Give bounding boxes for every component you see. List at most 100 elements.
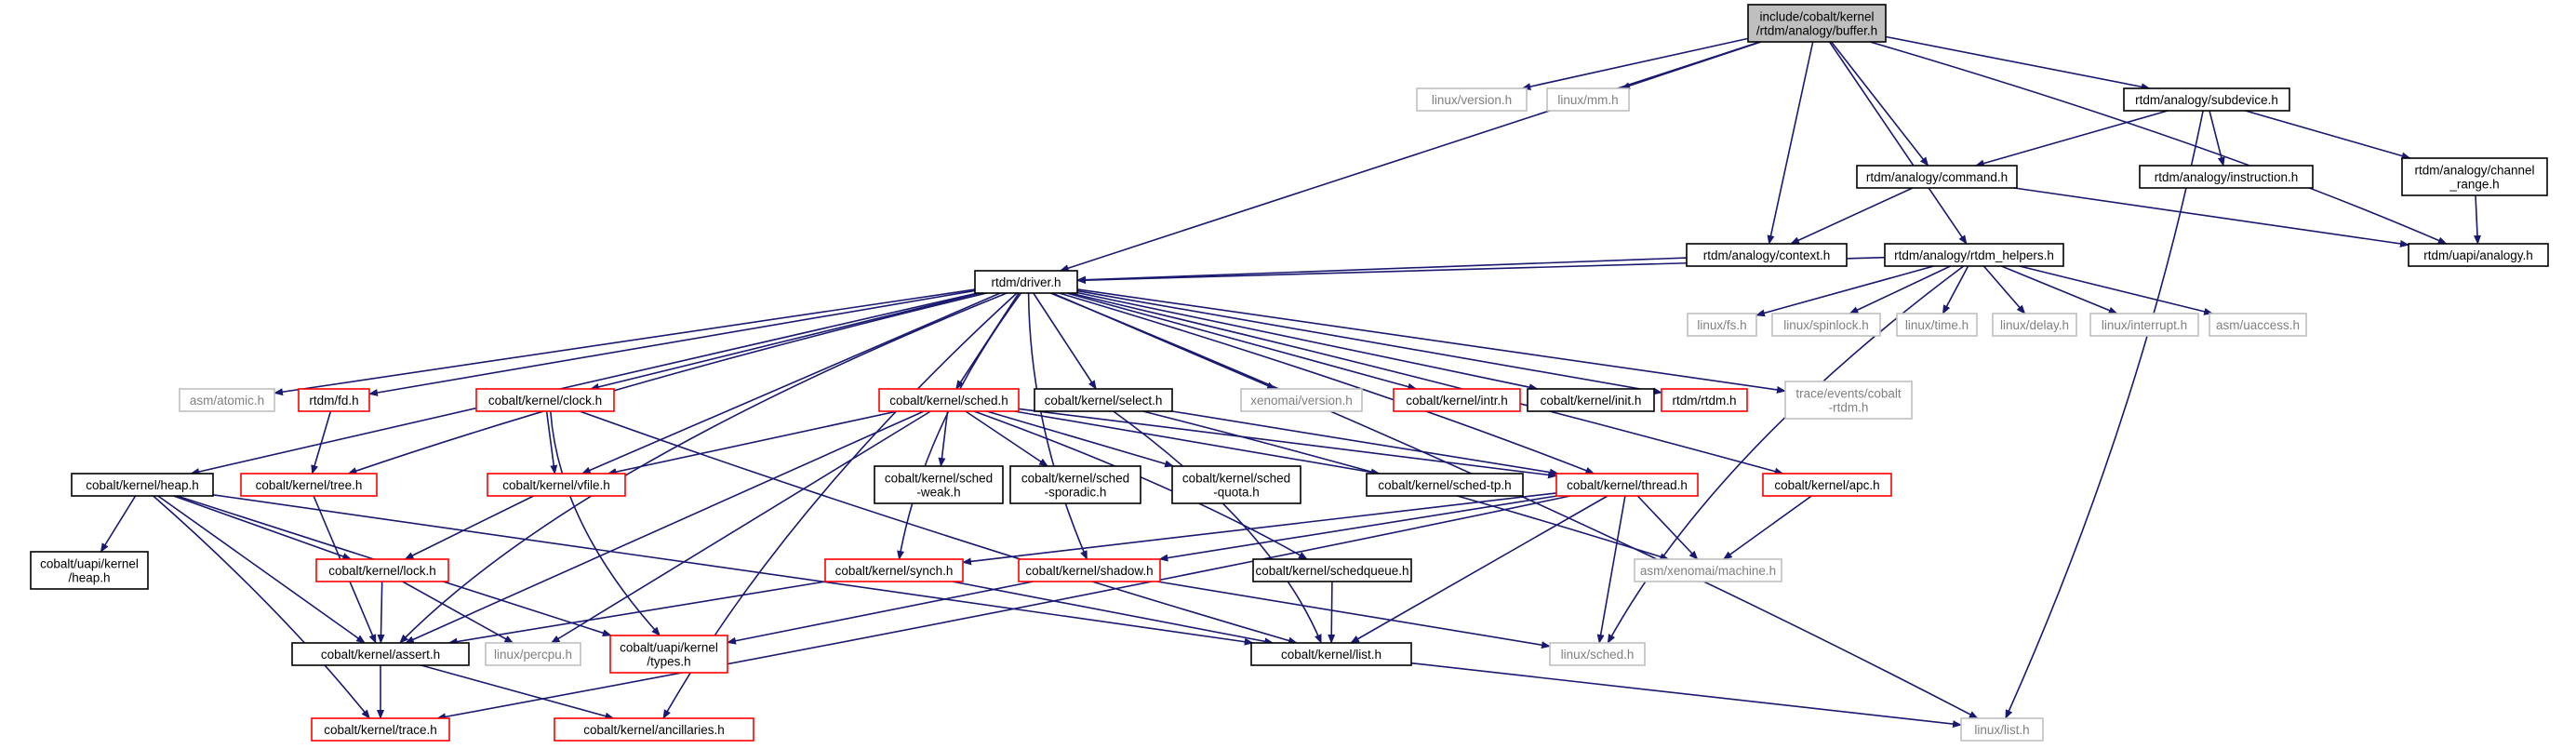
edge-buffer-to-context	[1767, 41, 1814, 245]
node-label: cobalt/kernel/sched	[1021, 472, 1129, 486]
node-label: rtdm/analogy/command.h	[1866, 170, 2008, 184]
node-channel-range[interactable]: rtdm/analogy/channel_range.h	[2401, 157, 2548, 196]
edge-driver-to-rtdm_rtdm	[1076, 289, 1662, 395]
edge-sched-to-linux_percpu	[550, 410, 931, 644]
node-clock[interactable]: cobalt/kernel/clock.h	[475, 388, 615, 412]
node-rtdm-rtdm[interactable]: rtdm/rtdm.h	[1661, 388, 1748, 412]
edge-command-to-context	[1790, 187, 1914, 245]
node-box	[291, 642, 470, 666]
node-box	[1250, 642, 1412, 666]
node-label: include/cobalt/kernel	[1759, 10, 1874, 24]
node-box	[1960, 717, 2044, 742]
edge-shadow-to-uapi_types	[727, 581, 1034, 645]
node-label: cobalt/kernel/sched-tp.h	[1378, 478, 1511, 492]
node-box	[311, 717, 450, 742]
edge-buffer-to-rtdm_helpers	[1828, 41, 1968, 245]
node-xenomai-version: xenomai/version.h	[1240, 388, 1363, 412]
node-box	[1771, 313, 1881, 337]
node-uapi-analogy[interactable]: rtdm/uapi/analogy.h	[2408, 243, 2549, 267]
edge-select-to-thread	[1171, 410, 1559, 476]
node-linux-list: linux/list.h	[1960, 717, 2044, 742]
node-select[interactable]: cobalt/kernel/select.h	[1034, 388, 1173, 412]
node-uapi-heap[interactable]: cobalt/uapi/kernel/heap.h	[30, 551, 149, 590]
node-sched-quota[interactable]: cobalt/kernel/sched-quota.h	[1171, 465, 1301, 504]
edge-thread-to-trace	[436, 495, 1571, 721]
edge-rtdm_helpers-to-linux_fs	[1755, 265, 1934, 317]
node-label: rtdm/analogy/subdevice.h	[2135, 93, 2278, 107]
node-klist[interactable]: cobalt/kernel/list.h	[1250, 642, 1412, 666]
node-sched-weak[interactable]: cobalt/kernel/sched-weak.h	[874, 465, 1004, 504]
node-box	[298, 388, 370, 412]
node-label: cobalt/kernel/shadow.h	[1025, 564, 1153, 578]
node-subdevice[interactable]: rtdm/analogy/subdevice.h	[2123, 87, 2290, 112]
node-sched-tp[interactable]: cobalt/kernel/sched-tp.h	[1366, 473, 1524, 497]
node-box	[475, 388, 615, 412]
node-box	[179, 388, 275, 412]
node-label: cobalt/kernel/sched	[1182, 472, 1290, 486]
edge-heap-to-uapi_heap	[100, 495, 137, 553]
node-schedqueue[interactable]: cobalt/kernel/schedqueue.h	[1252, 558, 1412, 582]
node-label: cobalt/kernel/assert.h	[321, 648, 440, 662]
node-label: cobalt/uapi/kernel	[40, 557, 139, 571]
node-label: linux/spinlock.h	[1783, 318, 1869, 332]
node-thread[interactable]: cobalt/kernel/thread.h	[1555, 473, 1699, 497]
node-context[interactable]: rtdm/analogy/context.h	[1686, 243, 1848, 267]
node-instruction[interactable]: rtdm/analogy/instruction.h	[2139, 165, 2314, 189]
node-box	[1171, 465, 1301, 504]
node-driver[interactable]: rtdm/driver.h	[974, 270, 1078, 294]
node-command[interactable]: rtdm/analogy/command.h	[1856, 165, 2018, 189]
edge-driver-to-shadow	[1027, 292, 1088, 560]
node-tree[interactable]: cobalt/kernel/tree.h	[240, 473, 378, 497]
node-label: cobalt/kernel/vfile.h	[502, 478, 610, 492]
node-buffer[interactable]: include/cobalt/kernel/rtdm/analogy/buffe…	[1747, 4, 1887, 43]
node-apc[interactable]: cobalt/kernel/apc.h	[1762, 473, 1892, 497]
edge-driver-to-rtdm_fd	[368, 289, 976, 396]
edge-driver-to-trace_events	[1076, 288, 1786, 394]
node-box	[2089, 313, 2199, 337]
edge-driver-to-clock	[589, 292, 981, 391]
edge-buffer-to-uapi_analogy	[1869, 41, 2448, 245]
node-box	[1686, 243, 1848, 267]
edge-sched-to-assert	[404, 410, 925, 644]
node-heap[interactable]: cobalt/kernel/heap.h	[71, 473, 214, 497]
node-uapi-types[interactable]: cobalt/uapi/kernel/types.h	[609, 635, 728, 674]
node-synch[interactable]: cobalt/kernel/synch.h	[824, 558, 964, 582]
node-sched[interactable]: cobalt/kernel/sched.h	[878, 388, 1020, 412]
edge-klist-to-linux_list	[1410, 662, 1962, 729]
node-sched-sporadic[interactable]: cobalt/kernel/sched-sporadic.h	[1009, 465, 1141, 504]
node-box	[1747, 4, 1887, 43]
node-asm-machine: asm/xenomai/machine.h	[1634, 558, 1782, 582]
edge-synch-to-assert	[447, 581, 826, 646]
edge-assert-to-ancillaries	[420, 664, 615, 720]
node-rtdm-fd[interactable]: rtdm/fd.h	[298, 388, 370, 412]
edge-driver-to-init	[1076, 291, 1539, 392]
edge-sched-to-sched_weak	[938, 410, 949, 467]
node-label: cobalt/kernel/init.h	[1541, 394, 1642, 408]
node-label: trace/events/cobalt	[1795, 387, 1902, 401]
node-intr[interactable]: cobalt/kernel/intr.h	[1393, 388, 1521, 412]
node-rtdm-helpers[interactable]: rtdm/analogy/rtdm_helpers.h	[1884, 243, 2064, 267]
node-init[interactable]: cobalt/kernel/init.h	[1527, 388, 1655, 412]
edge-driver-to-select	[1033, 292, 1097, 390]
edge-synch-to-klist	[952, 581, 1275, 646]
edge-clock-to-uapi_types	[550, 410, 661, 636]
node-box	[1784, 381, 1913, 420]
node-label: linux/sched.h	[1561, 648, 1635, 662]
node-label: cobalt/uapi/kernel	[620, 641, 718, 655]
node-lock[interactable]: cobalt/kernel/lock.h	[315, 558, 449, 582]
node-label: linux/mm.h	[1557, 93, 1618, 107]
node-vfile[interactable]: cobalt/kernel/vfile.h	[487, 473, 626, 497]
node-box	[71, 473, 214, 497]
node-trace[interactable]: cobalt/kernel/trace.h	[311, 717, 450, 742]
edge-thread-to-linux_sched	[1596, 495, 1626, 644]
node-box	[2123, 87, 2290, 112]
node-label: cobalt/kernel/trace.h	[324, 723, 437, 737]
node-box	[1661, 388, 1748, 412]
node-label: cobalt/kernel/sched	[885, 472, 993, 486]
node-assert[interactable]: cobalt/kernel/assert.h	[291, 642, 470, 666]
node-shadow[interactable]: cobalt/kernel/shadow.h	[1018, 558, 1161, 582]
node-ancillaries[interactable]: cobalt/kernel/ancillaries.h	[554, 717, 754, 742]
node-label: linux/list.h	[1974, 723, 2029, 737]
node-label: rtdm/fd.h	[309, 394, 358, 408]
node-label: cobalt/kernel/thread.h	[1567, 478, 1688, 492]
